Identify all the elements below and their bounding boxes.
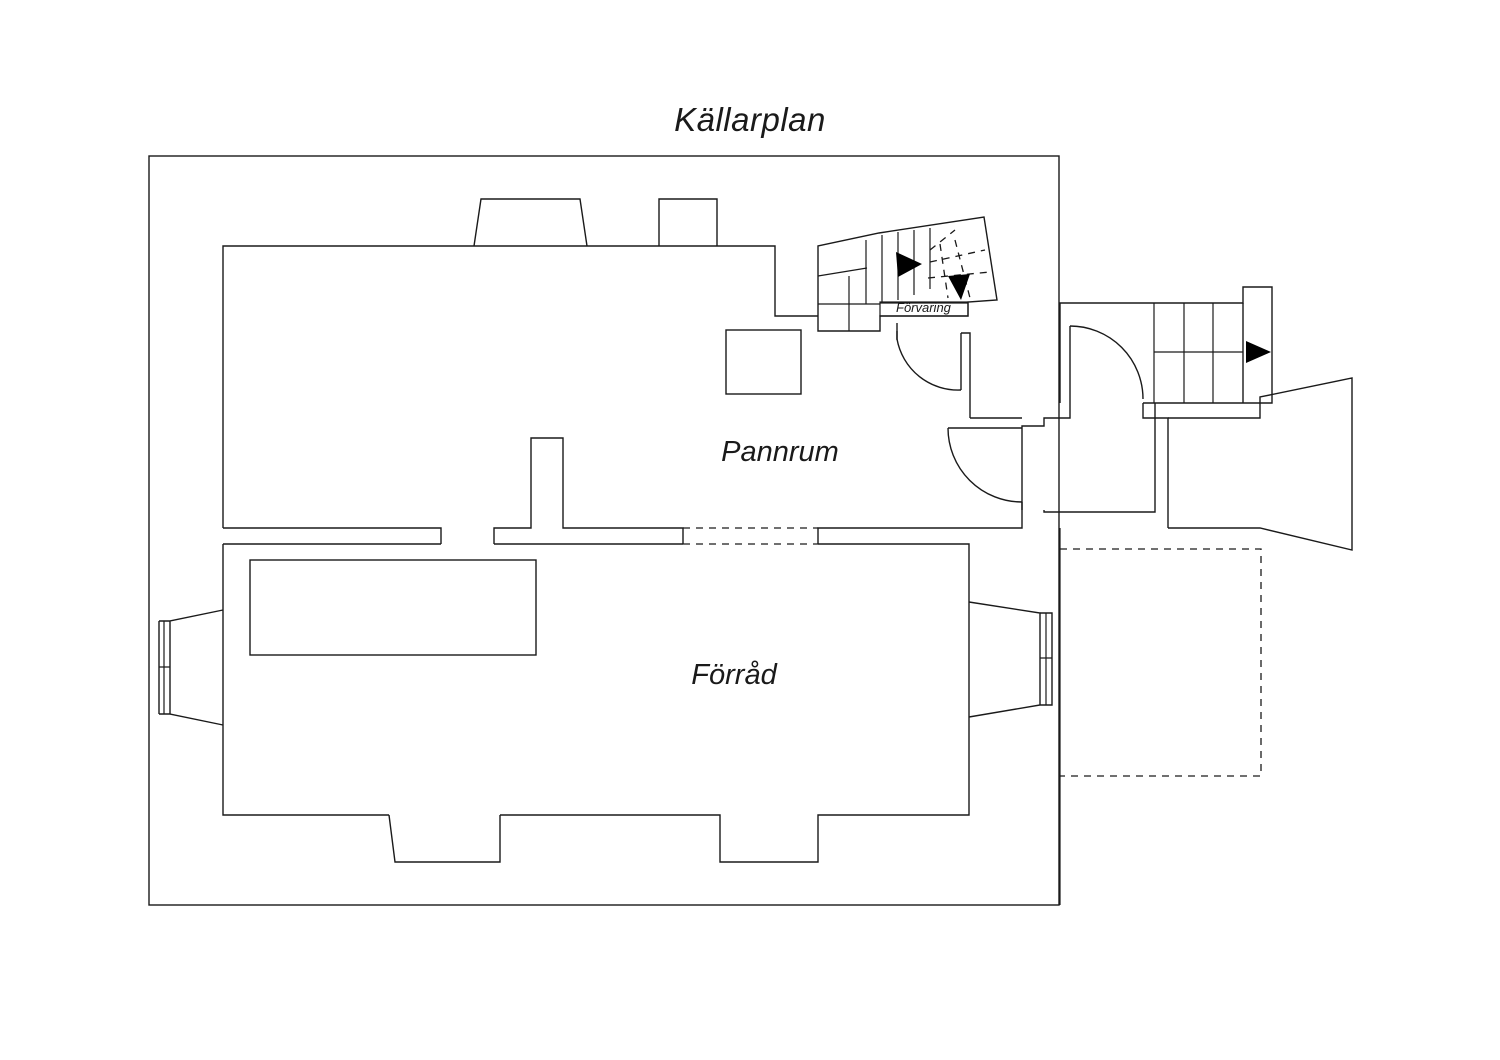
partition-pillar <box>493 437 684 544</box>
partition-wall-right <box>817 403 1071 544</box>
light-well <box>1168 377 1353 551</box>
window-niche-top-right <box>658 198 718 246</box>
window-niche-top-left <box>473 198 588 247</box>
annex-door <box>1069 325 1144 400</box>
forvaring-door <box>896 323 962 391</box>
window-niche-bottom <box>388 814 501 863</box>
annex-outline <box>1043 286 1273 528</box>
terrace-outline <box>1060 548 1262 777</box>
annex-inner <box>1069 303 1244 419</box>
corridor-door <box>947 427 1023 503</box>
pannrum-wall <box>222 245 818 528</box>
outer-wall <box>148 155 1060 906</box>
forrad-wall <box>222 543 970 863</box>
forvaring-label: Förvaring <box>896 300 952 315</box>
boiler <box>725 329 802 395</box>
room-label-pannrum: Pannrum <box>721 436 839 468</box>
window-west-sash <box>159 621 170 714</box>
east-stair-arrow-icon <box>1246 341 1271 363</box>
stair-arrow-icon <box>896 252 922 277</box>
stair-arrow-down-icon <box>948 274 970 300</box>
room-label-forrad: Förråd <box>691 659 777 691</box>
partition-wall-left <box>223 527 442 544</box>
east-stair-treads <box>1153 303 1243 403</box>
window-east <box>968 601 1053 718</box>
forvaring-box <box>879 301 969 317</box>
pannrum-east-wall <box>961 332 1022 419</box>
storage-bench <box>249 559 537 656</box>
plan-title: Källarplan <box>674 101 826 138</box>
window-east-sash <box>1040 613 1052 705</box>
